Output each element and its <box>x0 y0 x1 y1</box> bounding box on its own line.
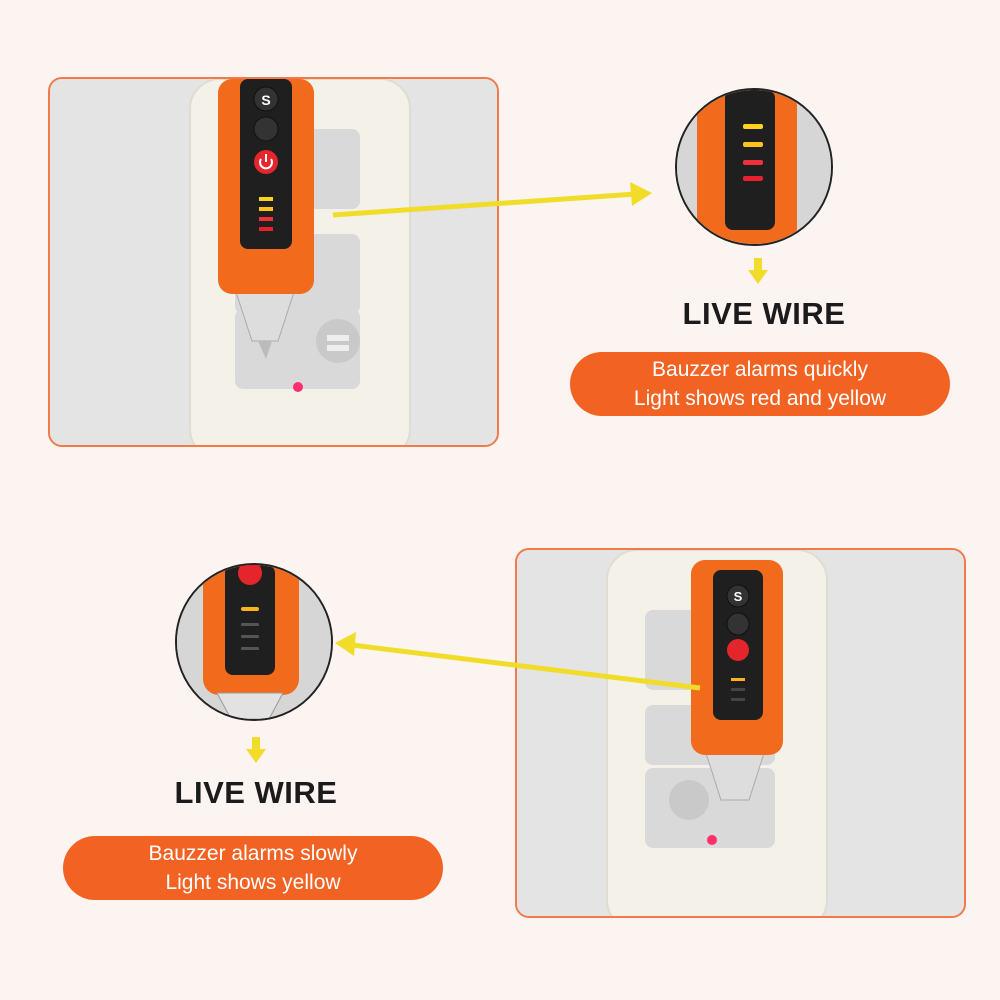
description-line-2: Light shows red and yellow <box>633 387 887 410</box>
description-line-2: Light shows yellow <box>165 871 341 894</box>
pen-s-label: S <box>734 589 743 604</box>
down-arrow-icon <box>748 258 768 284</box>
pen-s-label: S <box>261 92 270 108</box>
indicator-light-1 <box>241 607 259 611</box>
panel-title-bottom: LIVE WIRE <box>174 775 338 810</box>
panel-title-top: LIVE WIRE <box>682 296 846 331</box>
description-line-1: Bauzzer alarms slowly <box>148 842 358 865</box>
zoom-circle-top <box>675 88 833 246</box>
description-pill-bottom: Bauzzer alarms slowly Light shows yellow <box>63 836 443 900</box>
outlet-photo-bottom: S <box>517 550 964 916</box>
indicator-light-4 <box>743 176 763 181</box>
outlet-photo-top: S <box>50 79 497 445</box>
indicator-light-1 <box>743 124 763 129</box>
zoom-circle-bottom <box>175 563 333 721</box>
photo-frame-top: S <box>48 77 499 447</box>
photo-frame-bottom: S <box>515 548 966 918</box>
indicator-light-2 <box>743 142 763 147</box>
indicator-light-3 <box>743 160 763 165</box>
down-arrow-icon <box>246 737 266 763</box>
pointer-arrow-icon <box>332 182 652 218</box>
description-line-1: Bauzzer alarms quickly <box>652 358 868 381</box>
description-pill-top: Bauzzer alarms quickly Light shows red a… <box>570 352 950 416</box>
pointer-arrow-icon <box>335 632 701 691</box>
